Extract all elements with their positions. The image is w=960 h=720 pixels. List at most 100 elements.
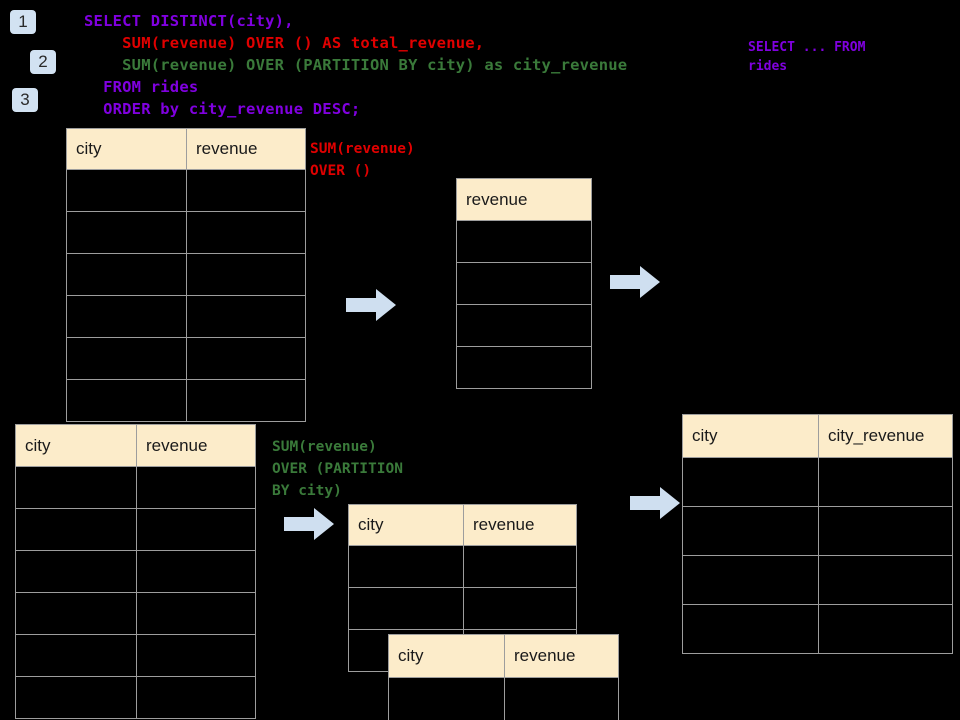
cell-revenue [136, 466, 256, 509]
cell-revenue [136, 592, 256, 635]
cell-city [15, 550, 137, 593]
cell-revenue [463, 545, 577, 588]
cell-city [15, 508, 137, 551]
table-row [66, 169, 306, 212]
cell-city-revenue [818, 506, 953, 556]
cell-city-revenue [818, 555, 953, 605]
table-row [682, 506, 953, 556]
cell-revenue [186, 211, 306, 254]
cell-revenue [186, 337, 306, 380]
cell-revenue [456, 304, 592, 347]
cell-city-revenue [818, 457, 953, 507]
table-row [15, 634, 256, 677]
table-header-row: city revenue [15, 424, 256, 467]
cell-revenue [186, 379, 306, 422]
column-header-city-revenue: city_revenue [818, 414, 953, 458]
cell-revenue [136, 550, 256, 593]
cell-city [66, 169, 187, 212]
column-header-revenue: revenue [136, 424, 256, 467]
table-row [682, 457, 953, 507]
cell-city [682, 604, 819, 654]
cell-city [348, 587, 464, 630]
partition-group-table-front: city revenue [388, 634, 619, 720]
table-row [456, 346, 592, 389]
cell-revenue [136, 508, 256, 551]
table-row [66, 337, 306, 380]
table-row [682, 555, 953, 605]
table-row [15, 466, 256, 509]
cell-city-revenue [818, 604, 953, 654]
arrow-partition-to-result-icon [630, 487, 680, 519]
total-revenue-table: revenue [456, 178, 592, 389]
arrow-source-to-partition-icon [284, 508, 334, 540]
column-header-revenue: revenue [456, 178, 592, 221]
cell-city [66, 295, 187, 338]
column-header-city: city [66, 128, 187, 170]
table-row [15, 508, 256, 551]
sql-line-select-distinct: SELECT DISTINCT(city), [84, 12, 294, 30]
cell-city [15, 592, 137, 635]
step-badge-2[interactable]: 2 [30, 50, 56, 74]
column-header-revenue: revenue [504, 634, 619, 678]
cell-city [348, 545, 464, 588]
table-row [15, 676, 256, 719]
sql-line-sum-over-empty: SUM(revenue) OVER () AS total_revenue, [84, 34, 485, 52]
sql-line-order-by: ORDER by city_revenue DESC; [84, 100, 361, 118]
table-row [348, 587, 577, 630]
table-header-row: city city_revenue [682, 414, 953, 458]
table-row [66, 211, 306, 254]
column-header-city: city [15, 424, 137, 467]
cell-revenue [504, 677, 619, 720]
cell-revenue [186, 253, 306, 296]
table-row [348, 545, 577, 588]
cell-city [682, 457, 819, 507]
cell-revenue [463, 587, 577, 630]
cell-city [15, 634, 137, 677]
table-row [66, 295, 306, 338]
arrow-revenue-to-result-icon [610, 266, 660, 298]
table-row [66, 253, 306, 296]
table-row [456, 304, 592, 347]
cell-city [388, 677, 505, 720]
cell-revenue [456, 262, 592, 305]
step-badge-3[interactable]: 3 [12, 88, 38, 112]
annotation-sum-over-partition: SUM(revenue) OVER (PARTITION BY city) [272, 439, 403, 499]
table-row [388, 677, 619, 720]
cell-revenue [456, 220, 592, 263]
cell-revenue [186, 295, 306, 338]
cell-city [682, 555, 819, 605]
column-header-revenue: revenue [186, 128, 306, 170]
table-row [456, 262, 592, 305]
table-row [682, 604, 953, 654]
result-city-revenue-table: city city_revenue [682, 414, 953, 654]
table-row [456, 220, 592, 263]
table-header-row: city revenue [66, 128, 306, 170]
annotation-sum-over-empty: SUM(revenue) OVER () [310, 141, 415, 179]
step-badge-1[interactable]: 1 [10, 10, 36, 34]
cell-city [66, 337, 187, 380]
sql-line-sum-over-partition: SUM(revenue) OVER (PARTITION BY city) as… [84, 56, 628, 74]
cell-city [15, 466, 137, 509]
table-header-row: revenue [456, 178, 592, 221]
cell-revenue [136, 634, 256, 677]
cell-revenue [186, 169, 306, 212]
table-header-row: city revenue [348, 504, 577, 546]
cell-city [682, 506, 819, 556]
source-rides-table: city revenue [66, 128, 306, 422]
table-row [66, 379, 306, 422]
arrow-source-to-revenue-icon [346, 289, 396, 321]
cell-city [66, 211, 187, 254]
source-rides-table-partition: city revenue [15, 424, 256, 719]
cell-city [66, 379, 187, 422]
table-row [15, 592, 256, 635]
column-header-revenue: revenue [463, 504, 577, 546]
cell-city [66, 253, 187, 296]
table-header-row: city revenue [388, 634, 619, 678]
column-header-city: city [348, 504, 464, 546]
table-row [15, 550, 256, 593]
cell-revenue [136, 676, 256, 719]
annotation-select-from-rides: SELECT ... FROM rides [748, 40, 866, 74]
column-header-city: city [388, 634, 505, 678]
sql-line-from: FROM rides [84, 78, 199, 96]
